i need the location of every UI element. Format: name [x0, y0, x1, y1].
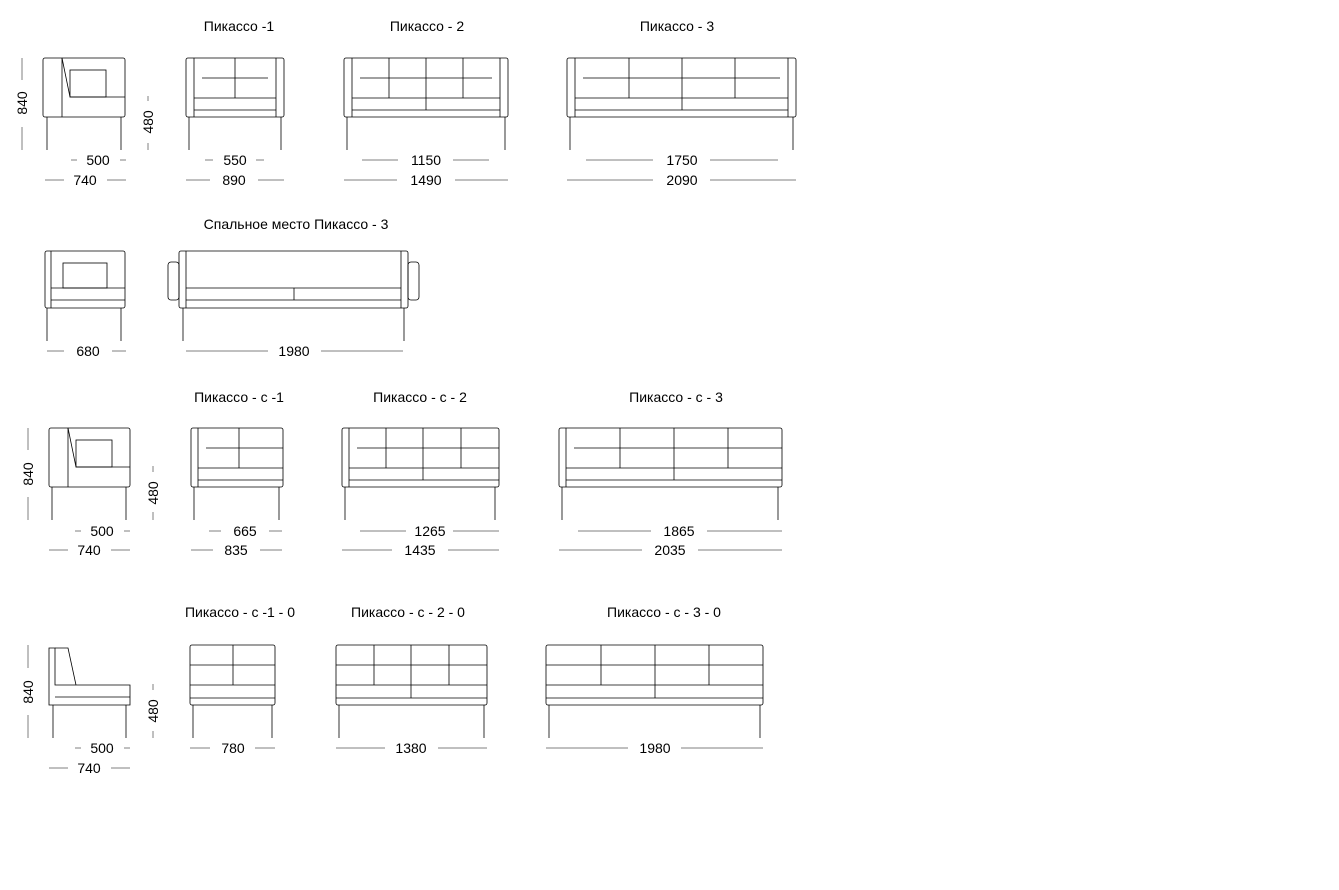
r4-c10-label: 780	[221, 740, 245, 756]
title-picasso-c-2-0: Пикассо - с - 2 - 0	[351, 604, 465, 620]
r4-side-inner-label: 500	[90, 740, 114, 756]
r1-dimensions: 840 480 500 740 550 890 1150 1490 1750 2…	[14, 58, 796, 188]
r3-side-outer-label: 740	[77, 542, 101, 558]
r1-p3-outer-label: 2090	[666, 172, 697, 188]
r4-picasso-c-1-0-front	[189, 644, 276, 738]
r4-picasso-c-2-0-front	[335, 644, 488, 738]
r2-sleeping-place-front	[167, 250, 420, 341]
r4-seat-label: 480	[145, 699, 161, 723]
title-picasso-3: Пикассо - 3	[640, 18, 714, 34]
r4-side-view	[48, 647, 131, 738]
r1-height-label: 840	[14, 91, 30, 115]
r1-p1-inner-label: 550	[223, 152, 247, 168]
r4-picasso-c-3-0-front	[545, 644, 764, 738]
r3-dimensions: 840 480 500 740 665 835 1265 1435 1865 2…	[20, 428, 782, 558]
title-sleeping-place: Спальное место Пикассо - 3	[204, 216, 389, 232]
r1-p3-inner-label: 1750	[666, 152, 697, 168]
r4-height-label: 840	[20, 680, 36, 704]
r4-dimensions: 840 480 500 740 780 1380 1980	[20, 645, 763, 776]
r1-picasso-3-front	[566, 57, 797, 150]
r3-height-label: 840	[20, 462, 36, 486]
title-picasso-c-2: Пикассо - с - 2	[373, 389, 467, 405]
r3-c2-outer-label: 1435	[404, 542, 435, 558]
r3-picasso-c-3-front	[558, 427, 783, 520]
title-picasso-c-1-0: Пикассо - с -1 - 0	[185, 604, 295, 620]
r4-c30-label: 1980	[639, 740, 670, 756]
r3-c1-outer-label: 835	[224, 542, 248, 558]
r3-c3-outer-label: 2035	[654, 542, 685, 558]
title-picasso-c-3-0: Пикассо - с - 3 - 0	[607, 604, 721, 620]
r1-side-view	[42, 57, 126, 150]
r3-c2-inner-label: 1265	[414, 523, 445, 539]
r1-side-inner-label: 500	[86, 152, 110, 168]
r1-p2-outer-label: 1490	[410, 172, 441, 188]
r4-c20-label: 1380	[395, 740, 426, 756]
r1-picasso-1-front	[185, 57, 285, 150]
r3-seat-label: 480	[145, 481, 161, 505]
r1-seat-label: 480	[140, 110, 156, 134]
r2-side-label: 680	[76, 343, 100, 359]
r3-picasso-c-2-front	[341, 427, 500, 520]
r3-side-inner-label: 500	[90, 523, 114, 539]
r1-p2-inner-label: 1150	[411, 152, 441, 168]
r3-c1-inner-label: 665	[233, 523, 257, 539]
r1-side-outer-label: 740	[73, 172, 97, 188]
r3-c3-inner-label: 1865	[663, 523, 694, 539]
title-picasso-2: Пикассо - 2	[390, 18, 464, 34]
r3-side-view	[48, 427, 131, 520]
title-picasso-c-3: Пикассо - с - 3	[629, 389, 723, 405]
title-picasso-c-1: Пикассо - с -1	[194, 389, 284, 405]
r1-picasso-2-front	[343, 57, 509, 150]
r3-picasso-c-1-front	[190, 427, 284, 520]
r1-p1-outer-label: 890	[222, 172, 246, 188]
r2-bed-label: 1980	[278, 343, 309, 359]
r2-dimensions: 680 1980	[47, 343, 403, 359]
title-picasso-1: Пикассо -1	[204, 18, 275, 34]
r4-side-outer-label: 740	[77, 760, 101, 776]
r2-side-view	[44, 250, 126, 341]
